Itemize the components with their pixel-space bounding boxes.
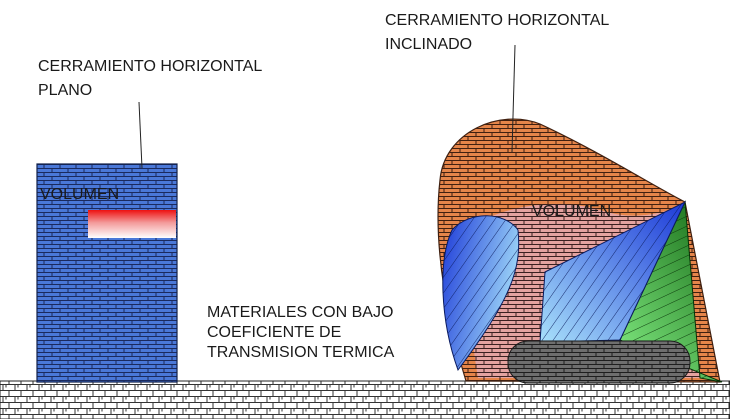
label-flat-roof: CERRAMIENTO HORIZONTAL PLANO: [38, 58, 262, 99]
blue-shape-left-hatch: [442, 215, 519, 370]
label-materials-line2: COEFICIENTE DE: [207, 324, 341, 341]
green-shape-hatch: [620, 202, 722, 382]
label-inclined-roof: CERRAMIENTO HORIZONTAL INCLINADO: [385, 12, 609, 53]
ground-brick: [0, 380, 730, 419]
label-inclined-roof-line1: CERRAMIENTO HORIZONTAL: [385, 12, 609, 29]
leader-line-inclined: [511, 44, 516, 153]
gray-block: [507, 340, 691, 384]
label-materials-line1: MATERIALES CON BAJO: [207, 304, 393, 321]
label-volume-right: VOLUMEN: [532, 203, 611, 220]
blue-shape-right-hatch: [540, 202, 685, 342]
inclined-roof-building: [437, 118, 723, 384]
leader-line-flat: [138, 101, 143, 169]
label-materials: MATERIALES CON BAJO COEFICIENTE DE TRANS…: [207, 304, 395, 361]
label-materials-line3: TRANSMISION TERMICA: [207, 344, 395, 361]
label-flat-roof-line1: CERRAMIENTO HORIZONTAL: [38, 58, 262, 75]
label-volume-left: VOLUMEN: [40, 186, 119, 203]
flat-roof-building: [36, 163, 178, 383]
left-building-volume: [36, 163, 178, 383]
label-inclined-roof-line2: INCLINADO: [385, 36, 472, 53]
label-flat-roof-line2: PLANO: [38, 82, 92, 99]
insulation-band: [88, 210, 176, 238]
